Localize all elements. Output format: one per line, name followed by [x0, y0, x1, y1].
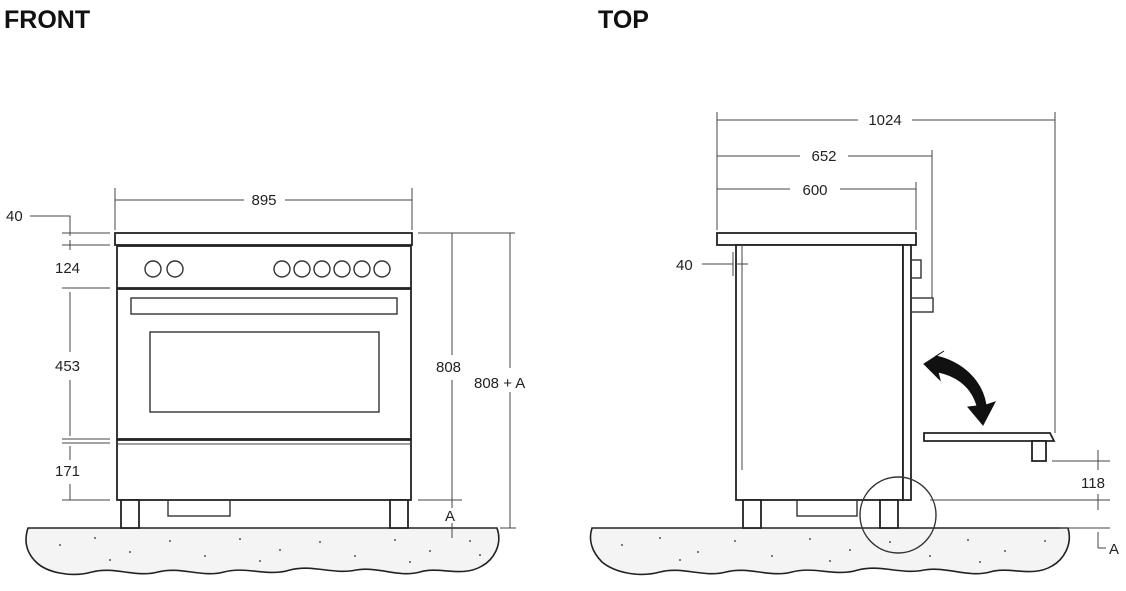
top-door [902, 244, 912, 501]
front-oven-handle [130, 297, 398, 315]
front-foot-right [389, 499, 409, 529]
front-title: FRONT [4, 6, 90, 34]
dim-top-total-depth: 1024 [868, 112, 901, 129]
top-foot-front [879, 499, 899, 529]
knob-icon [313, 260, 331, 278]
front-cooktop [114, 232, 413, 246]
dim-top-feet: A [1109, 541, 1119, 558]
top-handle [910, 297, 934, 313]
knob-icon [144, 260, 162, 278]
door-swing-arrow-icon [923, 350, 997, 426]
top-plinth [796, 499, 858, 517]
front-foot-left [120, 499, 140, 529]
knob-icon [166, 260, 184, 278]
dim-front-total-plus-a: 808 + A [474, 375, 525, 392]
dim-front-top-offset: 40 [6, 208, 23, 225]
front-plinth [167, 499, 231, 517]
dim-front-panel-height: 124 [55, 260, 80, 277]
dim-front-total-height: 808 [436, 359, 461, 376]
front-knobs [144, 260, 391, 278]
top-knob [910, 259, 922, 279]
knob-icon [293, 260, 311, 278]
front-oven-window [149, 331, 380, 413]
top-open-door-handle [1031, 440, 1047, 462]
front-drawer [116, 439, 412, 501]
dim-front-drawer-height: 171 [55, 463, 80, 480]
knob-icon [273, 260, 291, 278]
dim-front-feet: A [445, 508, 455, 525]
front-ground [25, 527, 500, 576]
top-foot-rear [742, 499, 762, 529]
detail-circle-icon [859, 476, 937, 554]
dim-front-oven-height: 453 [55, 358, 80, 375]
knob-icon [333, 260, 351, 278]
top-body [735, 244, 904, 501]
dim-top-back-offset: 40 [676, 257, 693, 274]
knob-icon [353, 260, 371, 278]
top-cooktop [716, 232, 917, 246]
top-ground-specks [621, 537, 1046, 563]
top-ground [589, 527, 1070, 576]
top-view: 1024 652 600 40 118 A [589, 112, 1119, 576]
dim-top-depth-handles: 652 [811, 148, 836, 165]
front-ground-specks [59, 537, 481, 563]
front-control-panel [116, 245, 412, 289]
front-oven-door [116, 288, 412, 440]
front-view: 895 40 124 453 171 808 808 + A A [6, 188, 525, 576]
dim-front-width: 895 [251, 192, 276, 209]
dim-top-body-depth: 600 [802, 182, 827, 199]
top-open-door [923, 432, 1056, 442]
top-title: TOP [598, 6, 649, 34]
dim-top-door-clearance: 118 [1081, 475, 1105, 492]
knob-icon [373, 260, 391, 278]
